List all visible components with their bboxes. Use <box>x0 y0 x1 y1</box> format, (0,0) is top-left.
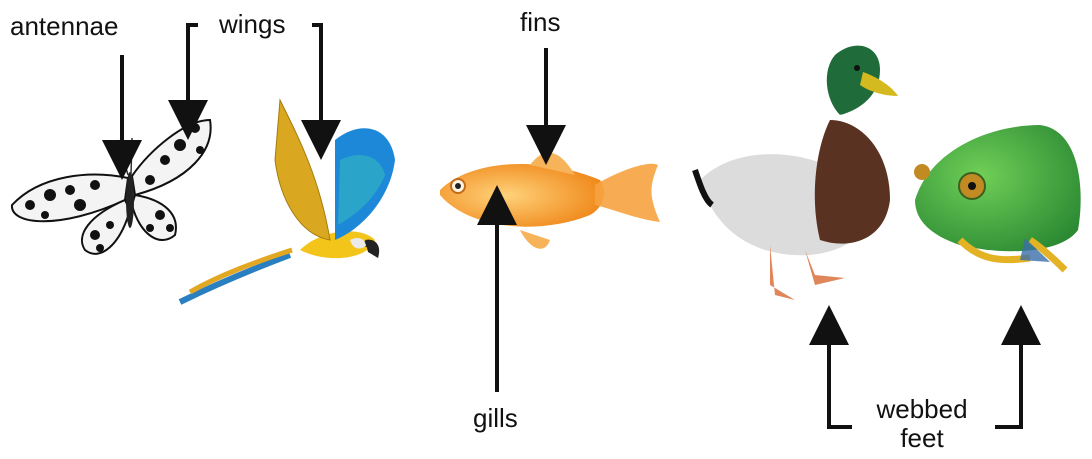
label-gills: gills <box>473 404 518 433</box>
label-webbed-line1: webbed <box>862 395 982 424</box>
label-webbed-feet: webbed feet <box>862 395 982 452</box>
butterfly-icon <box>12 120 211 254</box>
label-webbed-line2: feet <box>862 424 982 453</box>
frog-icon <box>914 125 1081 270</box>
parrot-icon <box>180 100 395 302</box>
arrow-webbed-frog <box>995 325 1021 427</box>
label-fins: fins <box>520 8 560 37</box>
arrow-webbed-duck <box>829 325 852 427</box>
goldfish-icon <box>440 153 660 249</box>
arrow-wings-right <box>312 25 321 140</box>
label-wings: wings <box>219 10 285 39</box>
label-antennae: antennae <box>10 12 118 41</box>
duck-icon <box>695 46 898 300</box>
arrow-wings-left <box>188 25 198 120</box>
